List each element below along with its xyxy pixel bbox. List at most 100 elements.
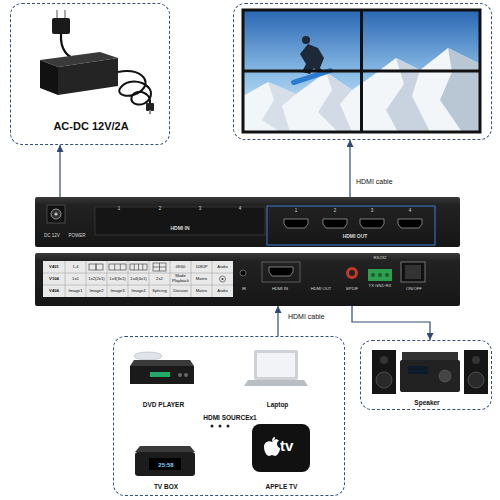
rear-panel-illustration (35, 197, 460, 247)
hdmi-cable-connector (277, 306, 278, 336)
power-connector (59, 145, 60, 197)
laptop-screen (257, 353, 295, 377)
hdmi-port (398, 219, 422, 228)
mode-cell: 1x1 (65, 273, 86, 285)
layout-icon (130, 264, 147, 270)
dc-jack (47, 205, 65, 223)
dc-jack-pin (55, 213, 58, 216)
plug-prong (64, 10, 66, 19)
mode-cell: 1-4 (65, 261, 86, 273)
terminal-screw (378, 273, 382, 277)
adapter-label: AC-DC 12V/2A (11, 120, 171, 133)
dvd-button (184, 373, 188, 377)
mode-cell: 1x2(2x1) (86, 273, 107, 285)
woofer (468, 372, 484, 388)
disc (134, 352, 162, 360)
port-label: POWER (65, 233, 89, 238)
dvd-body (130, 366, 194, 384)
woofer (376, 372, 392, 388)
wall-sky (243, 10, 480, 132)
mode-table (43, 261, 233, 297)
port-number: 4 (406, 208, 414, 213)
pin-label: TX GND RX (365, 284, 395, 289)
bezel (243, 70, 480, 73)
tvbox-top (135, 446, 195, 452)
spdif-jack (346, 267, 358, 279)
mountain-shade (386, 58, 430, 132)
mode-cell: Image1 (65, 285, 86, 297)
mode-cell: Image2 (86, 285, 107, 297)
ir-jack (240, 270, 246, 276)
speaker-illustration (372, 350, 488, 394)
amp-top (402, 352, 458, 360)
audio-icon (220, 276, 226, 282)
tweeter (472, 356, 480, 364)
plug-prong (56, 10, 58, 19)
port-label: HDMI IN (263, 287, 297, 292)
video-wall-illustration (243, 10, 480, 132)
ellipsis-dot (227, 425, 230, 428)
port-number: 2 (331, 208, 339, 213)
mode-cell: Division (170, 285, 191, 297)
speaker-cabinet (372, 350, 396, 394)
mode-cell: 4K60 (170, 261, 191, 273)
device-label: APPLE TV (244, 483, 319, 490)
layout-icon (153, 263, 166, 271)
tv-box: 25:58TV BOX (126, 429, 206, 493)
hdmi-port (360, 219, 384, 228)
mode-cell: Audio (212, 285, 233, 297)
dvd-top (130, 360, 194, 366)
device-label: Speaker (361, 399, 493, 406)
terminal-screw (385, 273, 389, 277)
mode-cell: Mode Playback (170, 273, 191, 285)
layout-icon (96, 264, 103, 270)
model-code: V401 (43, 261, 65, 273)
snowboarder-head (302, 36, 310, 44)
hdmi-out-highlight (267, 206, 435, 245)
laptop-lid (254, 350, 298, 380)
hdmi-port (284, 219, 308, 228)
edge-label: HDMI cable (288, 313, 358, 321)
video-wall-box (233, 3, 492, 140)
edge-label: HDMI cable (356, 178, 426, 186)
mode-cell: Splicing (149, 285, 170, 297)
mountain-shade (262, 82, 296, 132)
amp-display (408, 366, 428, 374)
hdmi-in-frame (262, 262, 300, 282)
spdif-jack-hole (349, 270, 355, 276)
port-group-label: HDMI OUT (325, 234, 385, 240)
speaker-cabinet (464, 350, 488, 394)
hdmi-in-plate (95, 207, 265, 235)
device-label: DVD PLAYER (126, 401, 201, 408)
mode-cell: 1080P (191, 261, 212, 273)
device-label: TV BOX (126, 483, 206, 490)
power-adapter-illustration (40, 10, 154, 114)
port-label: SPDIF (341, 287, 363, 292)
power-rocker (405, 265, 421, 279)
controller-rear-panel: DC 12VPOWER1234HDMI IN1234HDMI OUT (35, 197, 460, 247)
power-switch (401, 262, 425, 282)
mode-cell: Audio (212, 261, 233, 273)
laptop-base (244, 380, 308, 386)
tweeter (380, 356, 388, 364)
speaker-box: Speaker (360, 340, 492, 410)
hdmi-source-group: HDMI SOURCEx1DVD PLAYERLaptop25:58TV BOX… (113, 336, 345, 496)
tvbox-display (149, 458, 181, 470)
dvd-display (150, 372, 170, 377)
mountain-shade (440, 48, 480, 132)
mode-cell: Image4 (128, 285, 149, 297)
audio-icon (222, 278, 224, 280)
ellipsis-dot (219, 425, 222, 428)
table-grid (43, 261, 233, 297)
front-panel-body (35, 253, 460, 306)
dvd-player: DVD PLAYER (126, 349, 201, 413)
switch-label: ON/OFF (399, 287, 429, 292)
audio-connector (352, 306, 430, 340)
layout-icon (89, 264, 96, 270)
apple-leaf (272, 437, 275, 441)
port-number: 3 (368, 208, 376, 213)
dc-plug-tip (149, 110, 151, 114)
